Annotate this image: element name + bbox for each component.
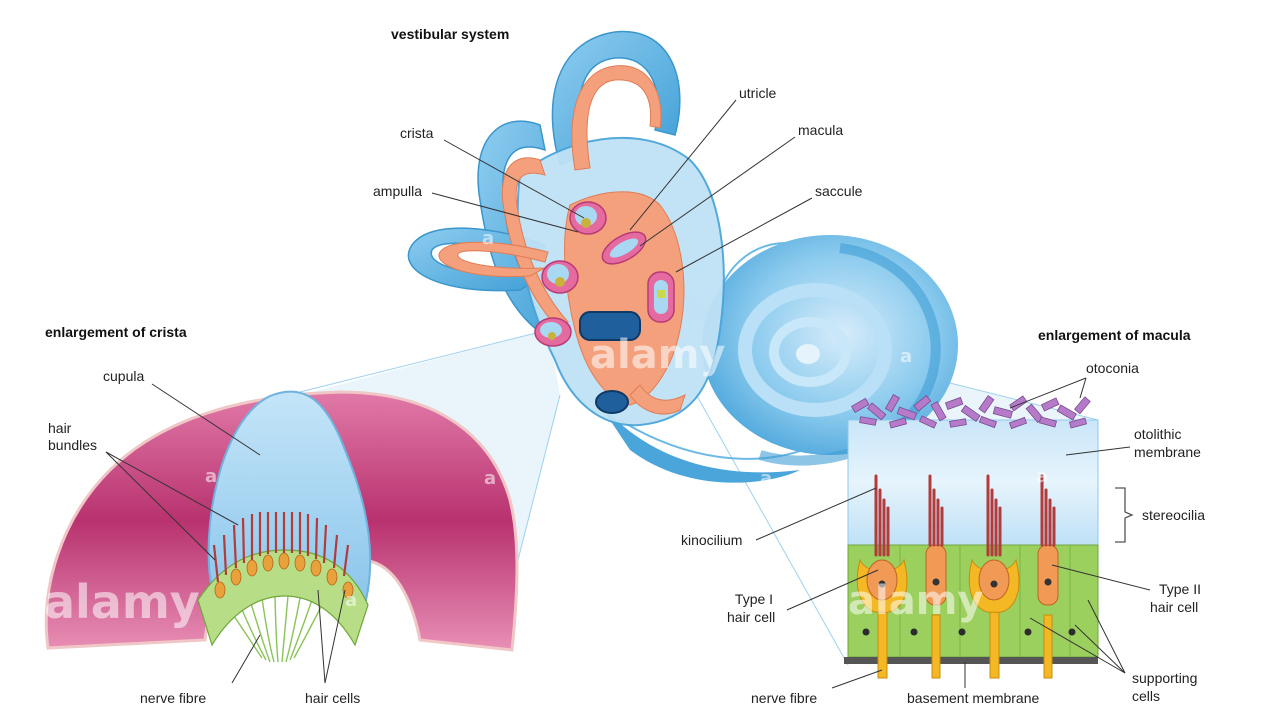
- ampulla-middle: [541, 260, 579, 294]
- stereocilia-bracket: [1115, 487, 1134, 543]
- superior-canal: [551, 30, 681, 167]
- heading-enlargement-of-macula: enlargement of macula: [1038, 327, 1191, 343]
- otoconia-crystals: [851, 394, 1091, 430]
- vestibular-system-illustration: [407, 30, 958, 483]
- label-type2-line2: hair cell: [1150, 599, 1199, 615]
- label-nerve-fibre-macula: nerve fibre: [751, 690, 818, 706]
- heading-vestibular-system: vestibular system: [391, 26, 510, 42]
- type1-calyx-cells: [856, 558, 1020, 613]
- stereocilia-bundles: [874, 474, 1056, 557]
- label-saccule: saccule: [815, 183, 863, 199]
- heading-enlargement-of-crista: enlargement of crista: [45, 324, 187, 340]
- label-nerve-fibre-crista: nerve fibre: [140, 690, 207, 706]
- label-cupula: cupula: [103, 368, 145, 384]
- otolithic-membrane: [847, 419, 1099, 546]
- utricle-macula: [601, 231, 647, 265]
- crista-nerve-fibres: [229, 595, 323, 663]
- crista-hair-cells: [214, 552, 354, 599]
- watermark-mark-1: a: [482, 228, 495, 249]
- label-bundles-line2: bundles: [48, 437, 98, 453]
- label-otolithic-line1: otolithic: [1134, 426, 1182, 442]
- label-utricle: utricle: [739, 85, 777, 101]
- label-membrane-line2: membrane: [1134, 444, 1201, 460]
- macula-nerve-fibres: [877, 599, 1053, 679]
- label-type1-line2: hair cell: [727, 609, 776, 625]
- label-supporting-line1: supporting: [1132, 670, 1198, 686]
- supporting-cell-nuclei: [862, 628, 1076, 636]
- leader-lines: [105, 99, 1151, 689]
- watermark-mark-3: a: [484, 468, 497, 489]
- crista-hair-bundles: [212, 512, 350, 583]
- watermark-brand-center: alamy: [590, 332, 726, 378]
- watermark-mark-7: a: [345, 590, 358, 611]
- macula-enlargement: [844, 394, 1134, 679]
- watermark-brand-right: alamy: [848, 578, 984, 624]
- label-ampulla: ampulla: [373, 183, 423, 199]
- watermark-mark-5: a: [900, 346, 913, 367]
- watermark-mark-6: a: [1036, 466, 1049, 487]
- label-type2-line1: Type II: [1158, 581, 1202, 597]
- ampulla-upper: [569, 201, 607, 235]
- round-window: [595, 390, 629, 414]
- watermark-brand-left: alamy: [44, 575, 200, 629]
- watermark-mark-2: a: [205, 466, 218, 487]
- label-otoconia: otoconia: [1086, 360, 1139, 376]
- label-kinocilium: kinocilium: [681, 532, 743, 548]
- lateral-canal: [407, 227, 546, 292]
- saccule-macula: [647, 271, 675, 323]
- label-hair-line1: hair: [48, 420, 72, 436]
- oval-window: [579, 311, 641, 341]
- type2-cells: [925, 544, 1059, 606]
- membranous-labyrinth: [438, 65, 686, 415]
- label-hair-cells: hair cells: [305, 690, 361, 706]
- label-stereocilia: stereocilia: [1142, 507, 1206, 523]
- watermark-mark-4: a: [760, 468, 773, 489]
- label-basement-membrane: basement membrane: [907, 690, 1040, 706]
- ampulla-lower: [534, 317, 572, 347]
- label-type1-line1: Type I: [734, 591, 774, 607]
- label-macula: macula: [798, 122, 844, 138]
- crista-enlargement: [44, 390, 519, 663]
- basement-membrane-strip: [844, 657, 1098, 664]
- label-crista: crista: [400, 125, 434, 141]
- label-cells-line2: cells: [1132, 688, 1161, 704]
